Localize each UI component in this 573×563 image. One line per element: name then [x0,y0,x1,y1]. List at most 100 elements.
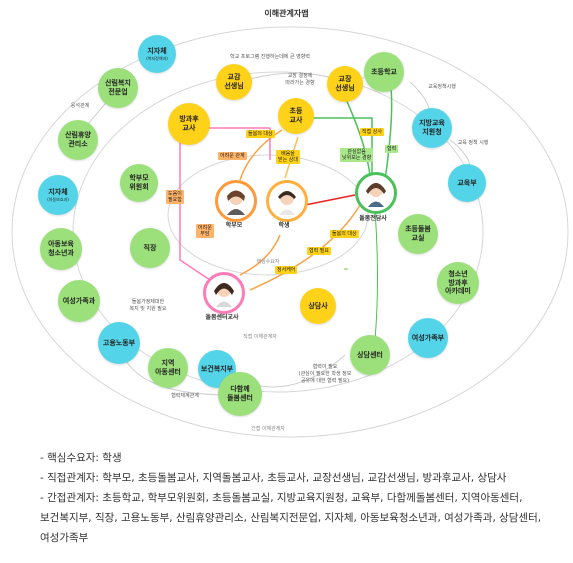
line-care-sangdam [374,209,378,341]
node-label: 지방교육 지원청 [419,119,445,136]
legend-indirect-2: 보건복지부, 직장, 고용노동부, 산림휴양관리소, 산림복지전문업, 지자체,… [40,512,542,524]
node-sangdam-center: 상담센터 [350,335,390,375]
node-youth-academy: 청소년 방과후 아카데미 [437,262,479,304]
node-jijache-welfare: 지자체(복지정책과) [138,35,176,73]
tag-assist: 협력 [385,145,399,153]
tag-tutor: 정서케어 [275,266,298,274]
node-label: 지역 아동센터 [155,359,181,376]
parent-avatar-icon [227,190,245,215]
node-sanrim: 산림복지 전문업 [98,68,138,108]
line-teacher-parent [239,129,283,181]
node-label: 산림복지 전문업 [105,79,131,96]
direct-ring-label: 직접 이해관계자 [243,334,277,340]
node-women-family: 여성가족과 [58,280,100,322]
line-care-student [304,194,356,206]
map-title: 이해관계자맵 [264,9,309,18]
node-label: 여성가족부 [411,333,445,342]
node-gyogam: 교감 선생님 [216,64,252,100]
line-parent-box [179,127,211,281]
tag-direct-support: 직접 상사 [360,128,384,136]
avatar-parent [215,180,257,222]
line-student-center [239,234,281,276]
node-gyojang: 교장 선생님 [327,66,363,102]
line-teacher-care [310,117,373,175]
node-label: 초등돌봄 교실 [405,225,431,242]
legend-direct: - 직접관계자: 학부모, 초등돌봄교사, 지역돌봄교사, 초등교사, 교장선생… [40,472,507,484]
node-label: 초등 교사 [289,107,303,124]
node-child-care: 아동보육 청소년과 [40,228,82,270]
node-sangdamsa: 상담사 [300,288,336,324]
node-label: 교감 선생님 [224,73,244,90]
node-elementary: 초등학교 [364,52,404,92]
node-label: 고용노동부 [102,338,136,347]
node-edu-ministry: 교육부 [448,164,486,202]
label-gaze: 응석관계 [70,103,90,109]
care-teacher-avatar-icon [366,183,386,207]
node-sanrim-rest: 산림휴양 관리소 [58,120,98,160]
label-decision: 교장 결정에 따라가는 경향 [285,73,315,86]
node-label: 지자체 [147,47,167,56]
avatar-care-teacher [355,172,397,214]
node-label: 지자체 [48,188,68,197]
tag-worker: 협력 필요 [307,247,331,255]
label-policy: 교육정책시행 [428,84,456,90]
label-school-program: 학교 프로그램 진행하는데에 큰 영향력 [230,54,310,60]
tag-care-target: 돌봄의 대상 [246,130,275,138]
node-sublabel: (아동보호과) [47,196,69,202]
node-label: 교장 선생님 [335,75,355,92]
label-job-flex: 돌봄가정제대한 복지 및 지원 필요 [129,299,167,312]
legend-indirect-3: 여성가족부 [40,532,89,544]
label-parent: 학부모 [225,222,243,229]
node-chodeung-teacher: 초등 교사 [278,98,314,134]
node-local-child: 지역 아동센터 [148,348,188,388]
tag-help [344,268,348,270]
node-label: 청소년 방과후 아카데미 [445,269,471,296]
stakeholder-map: 이해관계자맵 핵심수요자 직접 이해관계자 간접 이해관계자 지자체(복지정책과… [11,9,569,438]
node-jijache-child: 지자체(아동보호과) [38,175,78,215]
line-sangdam-center [254,354,346,388]
node-bangwahu: 방과후 교사 [168,103,210,145]
tag-relation: 관심없음 낮위보는 경향 [340,148,374,162]
node-label: 산림휴양 관리소 [65,131,91,148]
node-parents-committee: 학부모 위원회 [120,164,158,202]
avatar-student [266,180,308,222]
label-cooperate: 협력이 필요 (관심이 필요한 학생 정보 공유에 대한 협력 필요) [298,364,352,384]
label-center-teacher: 돌봄센터교사 [205,314,239,321]
legend-indirect: - 간접관계자: 초등학교, 학부모위원회, 초등돌봄교실, 지방교육지원청, … [40,492,523,504]
legend: - 핵심수요자: 학생 - 직접관계자: 학부모, 초등돌봄교사, 지역돌봄교사… [40,448,565,548]
node-label: 보건복지부 [200,364,234,373]
node-label: 여성가족과 [62,296,96,305]
node-jikjang: 직장 [130,228,170,268]
core-ring-label: 핵심수요자 [256,259,280,265]
label-policy-lead: 교육 정책 시행 [457,140,489,146]
indirect-ring-label: 간접 이해관계자 [251,426,285,432]
tag-care-state: 배움을 받는 상대 [276,150,300,164]
label-student: 학생 [278,222,290,229]
node-care-room: 초등돌봄 교실 [398,214,438,254]
node-label: 초등학교 [371,67,397,76]
tag-care-target2: 돌봄의 대상 [330,230,359,238]
node-label: 상담사 [308,301,328,310]
node-sublabel: (복지정책과) [146,55,168,61]
avatar-center-teacher [203,272,245,314]
node-labor: 고용노동부 [98,322,140,364]
line-care-center [249,204,361,291]
tag-difficult: 어려운 부담 [196,224,214,238]
node-edu-office: 지방교육 지원청 [412,108,452,148]
node-label: 아동보육 청소년과 [48,240,74,257]
node-label: 교육부 [457,178,477,187]
center-teacher-avatar-icon [214,283,234,307]
node-label: 상담센터 [357,350,383,359]
node-label: 학부모 위원회 [129,174,149,191]
core-ring [167,154,369,276]
node-label: 직장 [143,243,157,252]
line-care-elementary [384,79,393,181]
tag-anxiety: 도움이 필요함 [166,190,184,204]
tag-mutual: 어려운 관계 [218,152,247,160]
label-collab: 협력체계관계 [171,393,199,399]
legend-core: - 핵심수요자: 학생 [40,452,122,464]
node-dahamke: 다함께 돌봄센터 [218,372,262,416]
indirect-ring [11,26,569,438]
node-label: 방과후 교사 [179,115,199,132]
line-gyojang-care [343,94,371,176]
